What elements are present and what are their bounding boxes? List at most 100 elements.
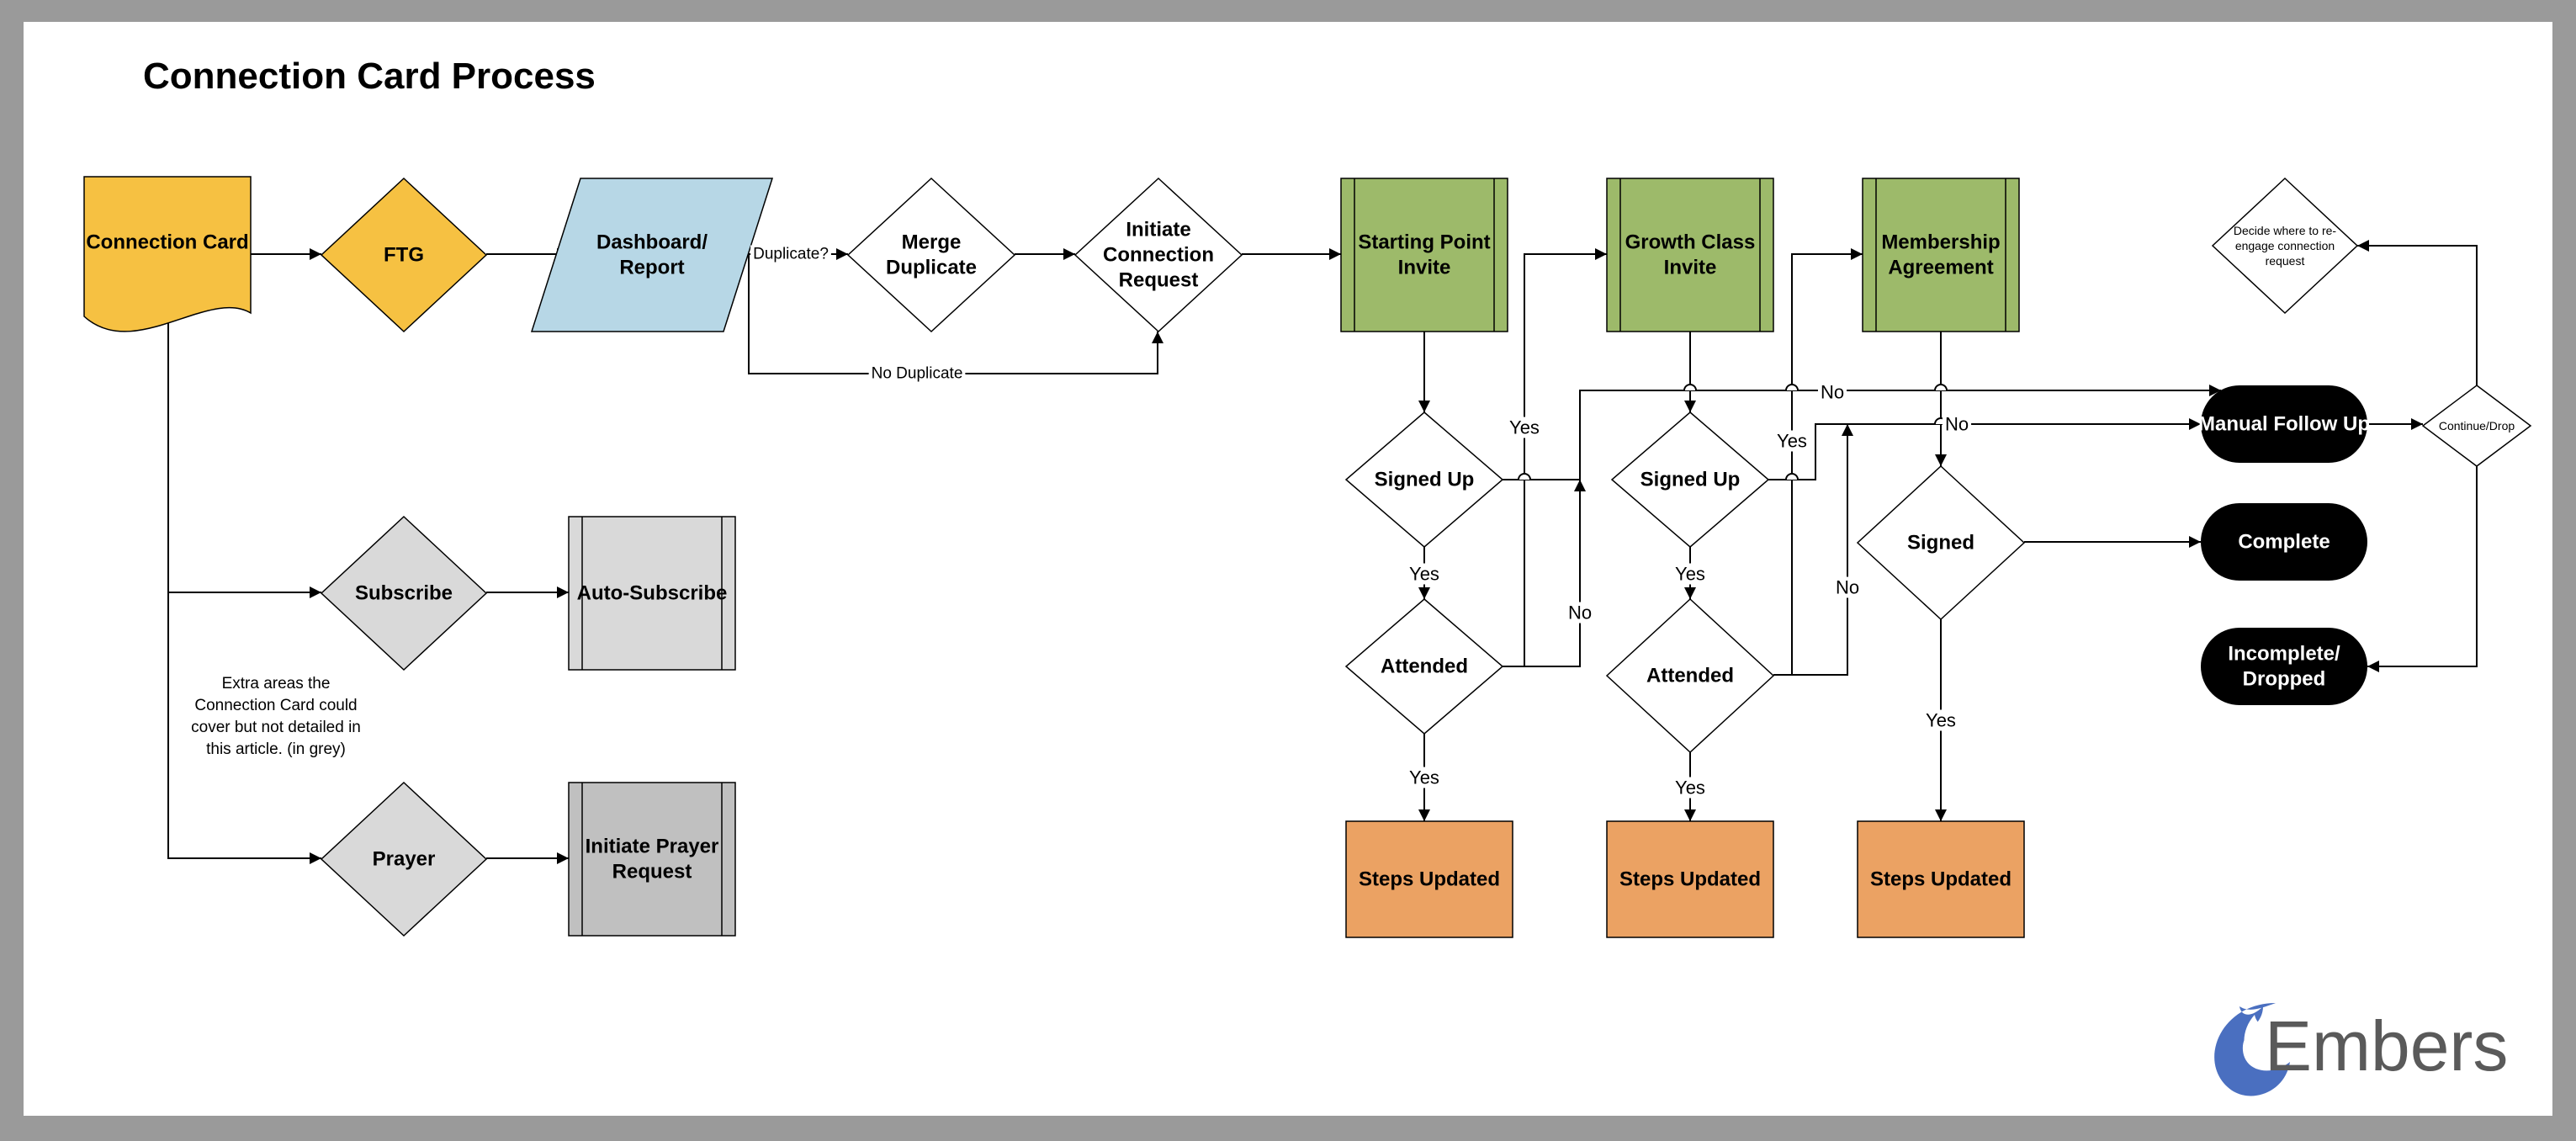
node-label-line: request <box>2266 254 2305 268</box>
node-connection-card: Connection Card <box>83 176 252 332</box>
node-label-line: engage connection <box>2235 239 2335 252</box>
node-label-line: Growth Class <box>1625 231 1756 254</box>
diamond-shape <box>1610 411 1770 548</box>
node-label: Steps Updated <box>1619 868 1761 891</box>
edge-label-background <box>1774 430 1810 452</box>
line-jump <box>1934 384 1948 391</box>
diamond-shape <box>2421 385 2532 467</box>
node-label-line: Dropped <box>2243 668 2326 691</box>
edge-label: No Duplicate <box>872 365 963 383</box>
diamond-shape <box>1605 597 1775 754</box>
note-line: cover but not detailed in <box>191 719 361 736</box>
process-shape <box>1340 178 1508 332</box>
edge-label-background <box>1565 602 1595 624</box>
edge-label-background <box>868 364 966 383</box>
line-jump <box>1518 473 1531 480</box>
edge-continue-drop-to-incomplete-dropped <box>2367 466 2478 672</box>
node-label-line: Steps Updated <box>1359 868 1500 891</box>
node-label-line: Steps Updated <box>1619 868 1761 891</box>
node-label-line: Starting Point <box>1358 231 1490 254</box>
edge-label-background <box>750 245 831 263</box>
node-signed-up-1: Signed Up <box>1344 411 1504 548</box>
node-label-line: Decide where to re- <box>2234 224 2337 237</box>
line-jump <box>1785 473 1799 480</box>
node-steps-updated-3: Steps Updated <box>1857 820 2025 938</box>
process-shape <box>1606 178 1774 332</box>
node-label-line: FTG <box>384 244 424 267</box>
edge-label: Yes <box>1675 564 1705 585</box>
terminal-shape <box>2201 628 2367 705</box>
node-label: Continue/Drop <box>2439 419 2515 433</box>
edges-layer <box>167 240 2478 864</box>
node-label: Connection Card <box>86 231 248 254</box>
edge-connection-card-to-prayer <box>167 592 321 864</box>
node-label-line: Initiate Prayer <box>586 836 719 858</box>
node-label-line: Incomplete/ <box>2228 643 2340 666</box>
note-line: Connection Card could <box>194 697 357 714</box>
process-shape <box>568 782 736 937</box>
node-label-line: Connection Card <box>86 231 248 254</box>
edge-label: Yes <box>1777 431 1807 452</box>
node-label-line: Subscribe <box>355 582 453 605</box>
embers-logo: Embers <box>2214 1003 2508 1096</box>
diamond-shape <box>1856 464 2026 621</box>
edge-label-background <box>1407 767 1442 788</box>
node-label-line: Connection <box>1103 244 1214 267</box>
node-label-line: Dashboard/ <box>596 231 708 254</box>
edge-attended-1-to-manual-follow-up <box>1524 480 1586 667</box>
node-label-line: Signed Up <box>1640 469 1741 491</box>
edge-label-background <box>1507 417 1542 438</box>
node-label: Steps Updated <box>1359 868 1500 891</box>
diamond-shape <box>1344 598 1504 735</box>
edge-continue-drop-to-decide-reengage <box>2357 240 2478 385</box>
edge-label-background <box>1817 381 1847 403</box>
edge-label: Yes <box>1926 710 1956 731</box>
flame-inner-icon <box>2244 1015 2271 1069</box>
node-signed-up-2: Signed Up <box>1610 411 1770 548</box>
node-incomplete-dropped: Incomplete/Dropped <box>2201 628 2367 705</box>
node-label-line: Request <box>1119 269 1199 292</box>
edge-label-background <box>1407 563 1442 585</box>
node-label: Signed Up <box>1375 469 1475 491</box>
edge-attended-1-to-growth-class-invite <box>1503 248 1607 667</box>
node-auto-subscribe: Auto-Subscribe <box>568 516 736 671</box>
diamond-shape <box>1344 411 1504 548</box>
edge-attended-2-to-manual-follow-up <box>1792 424 1853 676</box>
node-subscribe: Subscribe <box>320 515 488 671</box>
node-attended-2: Attended <box>1605 597 1775 754</box>
node-label: Dashboard/Report <box>596 231 708 279</box>
edge-label: No <box>1821 382 1844 403</box>
node-label-line: Attended <box>1646 665 1734 687</box>
node-label-line: Steps Updated <box>1870 868 2012 891</box>
edge-attended-2-to-membership-agreement <box>1773 248 1863 676</box>
logo-wordmark: Embers <box>2265 1006 2508 1085</box>
node-label-line: Auto-Subscribe <box>577 582 728 605</box>
node-label: Steps Updated <box>1870 868 2012 891</box>
node-label-line: Attended <box>1381 655 1468 678</box>
node-label-line: Report <box>619 257 684 279</box>
terminal-shape <box>2201 385 2367 463</box>
terminal-shape <box>2201 503 2367 581</box>
rect-shape <box>1857 820 2025 938</box>
edge-signed-up-2-to-manual-follow-up <box>1768 418 2201 480</box>
diamond-shape <box>2211 177 2359 315</box>
node-label: Incomplete/Dropped <box>2228 643 2340 691</box>
node-complete: Complete <box>2201 503 2367 581</box>
node-label: Prayer <box>373 848 436 871</box>
node-label-line: Duplicate <box>886 257 977 279</box>
page-title: Connection Card Process <box>143 56 596 97</box>
